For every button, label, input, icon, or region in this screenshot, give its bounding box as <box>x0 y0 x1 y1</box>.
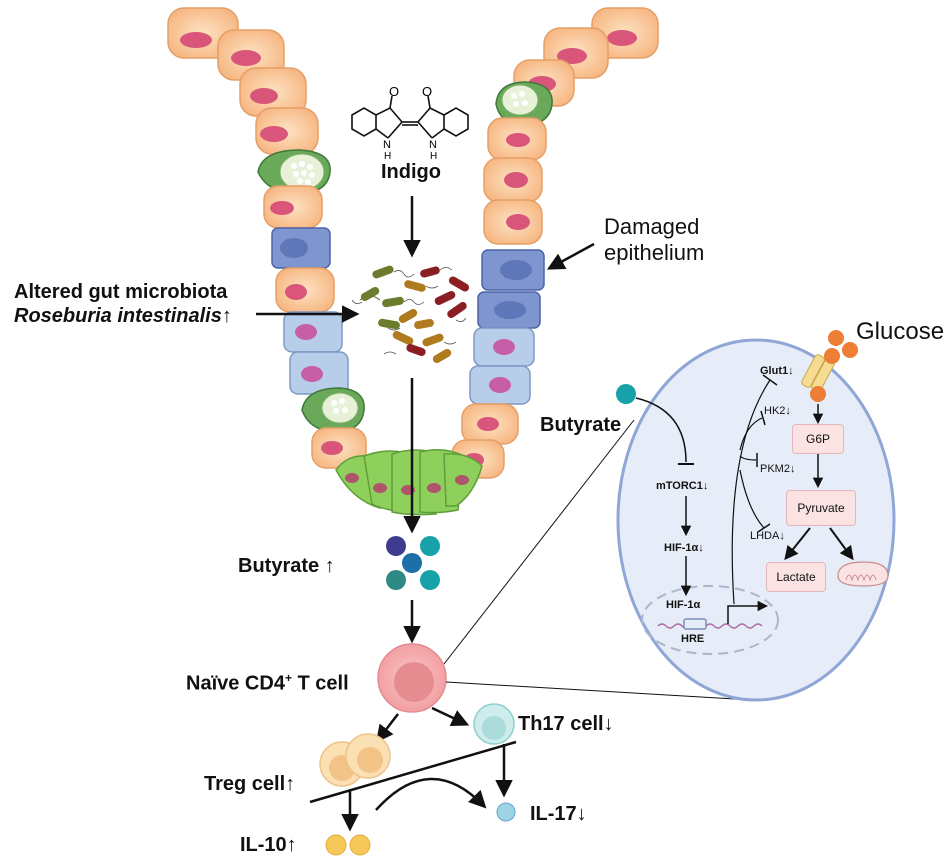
indigo-atom-o: O <box>389 84 399 99</box>
epithelial-cell <box>263 185 323 229</box>
inhibit-bar <box>757 523 771 533</box>
label-pkm2: PKM2↓ <box>760 463 796 475</box>
arrow-tcell-to-treg <box>375 713 399 743</box>
feedback-arc <box>375 777 487 811</box>
inhibit-bar <box>762 374 778 386</box>
arrow-pyruvate-to-mitochondria <box>829 527 854 561</box>
label-treg: Treg cell↑ <box>204 773 296 795</box>
arrow-pyruvate-to-lactate <box>784 527 811 561</box>
label-mtorc1: mTORC1↓ <box>656 480 709 492</box>
zoom-line-top <box>443 419 635 665</box>
butyrate-molecule <box>616 384 636 404</box>
right-epithelium <box>451 7 659 479</box>
damaged-cell <box>473 327 535 367</box>
hif-inhibits-glut1 <box>731 379 771 605</box>
label-hif1a: HIF-1α <box>666 599 701 611</box>
il10-molecules <box>325 834 371 856</box>
label-roseburia: Roseburia intestinalis <box>14 305 222 327</box>
pyruvate-box: Pyruvate <box>786 490 856 526</box>
label-altered-line1: Altered gut microbiota <box>14 281 228 303</box>
hif-inhibits-lhda <box>739 469 765 529</box>
goblet-cell <box>495 81 553 127</box>
indigo-atom-n: N <box>429 139 437 151</box>
label-glut1: Glut1↓ <box>760 365 794 377</box>
epithelial-cell <box>483 157 543 203</box>
transcription-arrow <box>727 600 769 624</box>
gut-bacteria <box>351 265 470 363</box>
goblet-cell <box>257 149 331 195</box>
epithelial-cell <box>461 403 519 445</box>
goblet-cell <box>301 387 365 433</box>
label-th17: Th17 cell↓ <box>518 713 614 735</box>
naive-cd4-t-cell <box>377 643 447 713</box>
glucose-molecules <box>810 330 858 402</box>
treg-cells <box>319 733 391 787</box>
label-lactate: Lactate <box>776 570 816 584</box>
label-hk2: HK2↓ <box>764 405 791 417</box>
left-epithelium <box>167 7 367 469</box>
epithelial-cell <box>483 199 543 245</box>
hif-inhibits-hk2 <box>739 417 763 451</box>
label-damaged-line2: epithelium <box>604 240 705 265</box>
label-naive-suffix: T cell <box>291 672 349 695</box>
epithelial-cell <box>275 267 335 313</box>
damaged-cell <box>477 291 541 329</box>
dna-strand <box>657 623 763 629</box>
label-glucose: Glucose <box>856 318 945 345</box>
damaged-cell <box>469 365 531 405</box>
label-naive-sup: + <box>284 671 292 685</box>
hre-box <box>683 618 707 630</box>
label-altered-line2: Roseburia intestinalis↑ <box>14 304 232 328</box>
label-indigo: Indigo <box>381 161 441 183</box>
damaged-cell <box>289 351 349 395</box>
damaged-cell <box>283 311 343 353</box>
butyrate-molecules <box>386 536 440 590</box>
label-butyrate: Butyrate <box>540 414 622 436</box>
butyrate-inhibits-mtorc1 <box>635 397 687 463</box>
mitochondrion-icon <box>837 561 889 587</box>
inhibit-bar <box>760 410 766 426</box>
g6p-box: G6P <box>792 424 844 454</box>
label-damaged-line1: Damaged <box>604 214 700 239</box>
zoom-line-bottom <box>445 681 753 701</box>
label-butyrate-up: Butyrate ↑ <box>238 555 335 577</box>
label-pyruvate: Pyruvate <box>797 501 845 515</box>
indigo-atom-o: O <box>422 84 432 99</box>
label-hre: HRE <box>681 633 705 645</box>
inhibition-line <box>309 740 517 804</box>
label-lhda: LHDA↓ <box>750 530 785 542</box>
damaged-cell <box>271 227 331 269</box>
il17-molecule <box>496 802 516 822</box>
label-damaged-epithelium: Damaged epithelium <box>604 214 704 266</box>
crypt-base <box>335 449 483 516</box>
label-il10: IL-10↑ <box>240 834 297 856</box>
indigo-molecule <box>351 95 469 139</box>
indigo-atom-n: N <box>383 139 391 151</box>
epithelial-cell <box>255 107 319 155</box>
label-il17: IL-17↓ <box>530 803 587 825</box>
epithelial-cell <box>487 117 547 161</box>
label-naive-prefix: Naïve CD4 <box>186 672 285 695</box>
damaged-cell <box>481 249 545 291</box>
indigo-atom-h: H <box>430 151 437 162</box>
epithelial-cell <box>239 67 307 117</box>
hif-inhibits-pkm2 <box>739 455 757 461</box>
arrow-tcell-to-th17 <box>431 706 470 726</box>
lactate-box: Lactate <box>766 562 826 592</box>
label-roseburia-arrow: ↑ <box>221 305 232 327</box>
arrow-damaged-epithelium <box>546 242 595 270</box>
label-hif1a-down: HIF-1α↓ <box>664 542 704 554</box>
label-g6p: G6P <box>805 432 830 446</box>
label-altered-microbiota: Altered gut microbiota Roseburia intesti… <box>14 280 232 328</box>
label-naive-t-cell: Naïve CD4+ T cell <box>186 666 349 696</box>
nucleus-outline <box>641 585 779 655</box>
indigo-atom-h: H <box>384 151 391 162</box>
th17-cell <box>473 703 515 745</box>
